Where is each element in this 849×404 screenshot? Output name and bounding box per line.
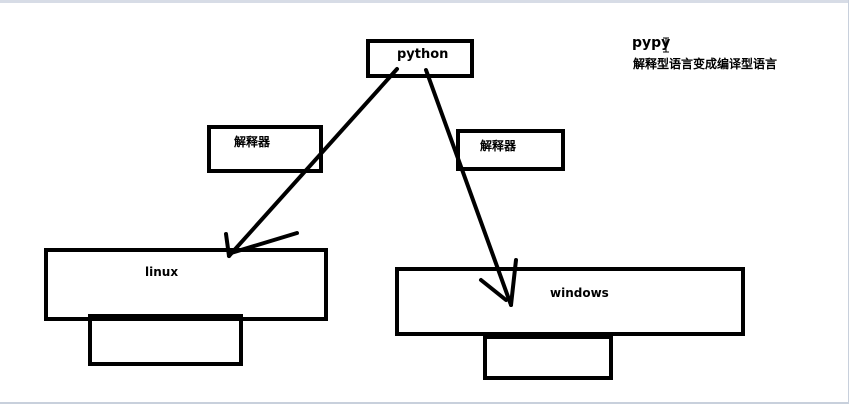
python-box: [366, 39, 474, 78]
arrow-python-to-windows: [424, 68, 513, 307]
windows-box: [395, 267, 745, 336]
arrow-head-windows-a: [509, 258, 518, 307]
arrow-python-to-linux: [227, 67, 399, 258]
linux-box: [44, 248, 328, 321]
linux-label: linux: [145, 265, 178, 279]
windows-label: windows: [550, 286, 609, 300]
interpreter-box-left: [207, 125, 323, 173]
linux-base-box: [88, 314, 243, 366]
arrow-head-windows-b: [479, 278, 508, 302]
note-title: pypy: [632, 35, 670, 51]
interpreter-box-right: [456, 129, 565, 171]
window-top-border: [0, 0, 849, 3]
python-label: python: [397, 47, 448, 62]
interpreter-label-left: 解释器: [234, 134, 271, 149]
window-bottom-border: [0, 402, 849, 404]
text-cursor-icon: [663, 37, 669, 53]
arrow-head-linux-a: [224, 232, 231, 258]
windows-base-box: [483, 335, 613, 380]
arrow-head-linux-b: [229, 231, 299, 255]
interpreter-label-right: 解释器: [480, 138, 517, 153]
note-text: 解释型语言变成编译型语言: [633, 56, 777, 71]
